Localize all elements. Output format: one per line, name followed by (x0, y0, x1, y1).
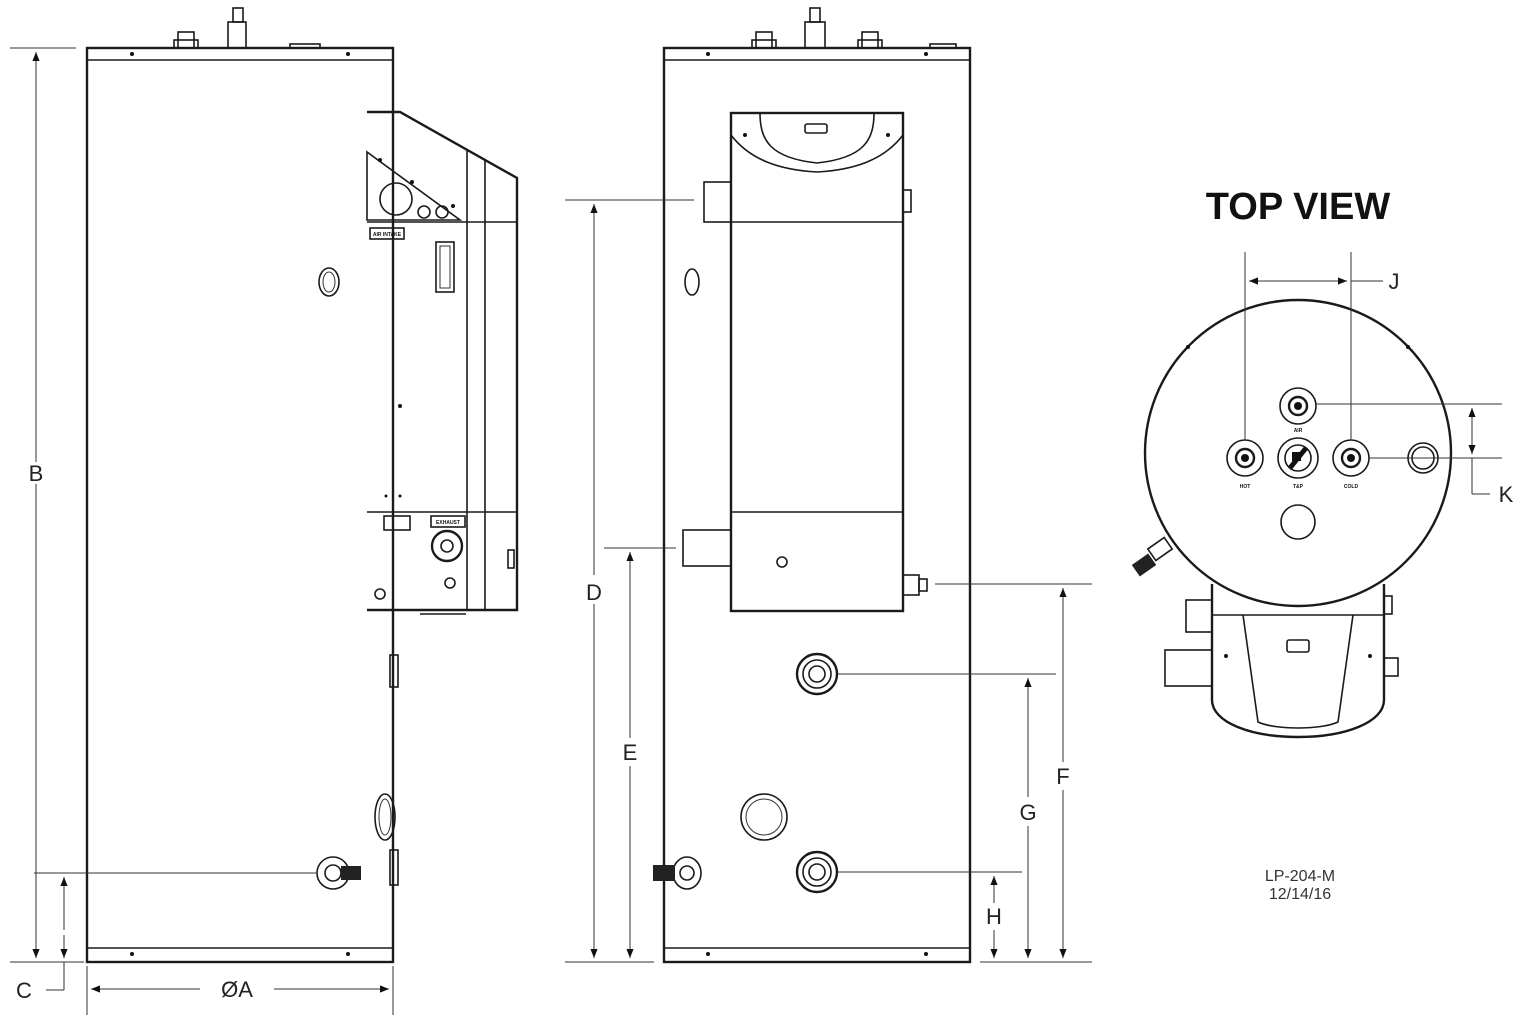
top-view-title: TOP VIEW (1206, 186, 1391, 228)
side-drain-valve (316, 856, 361, 890)
dimension-h: H (838, 871, 1022, 958)
top-drain-valve (1131, 536, 1174, 577)
side-tank-body (85, 46, 395, 964)
side-port-oval (318, 267, 340, 297)
drawing-date: 12/14/16 (1269, 886, 1331, 903)
front-view: D E F G H (565, 7, 1092, 964)
front-port-oval (684, 268, 700, 296)
dimension-e: E (604, 547, 676, 958)
tp-valve (1277, 437, 1319, 479)
dim-c-label: C (16, 978, 32, 1003)
air-fitting (1279, 387, 1317, 425)
dimension-g: G (838, 673, 1056, 958)
air-label: AIR (1294, 428, 1303, 434)
dimension-j: J (1244, 252, 1400, 440)
exhaust-label: EXHAUST (436, 520, 460, 526)
side-control-module: AIR INTAKE EXHAUST (366, 110, 519, 615)
hot-label: HOT (1240, 484, 1251, 490)
top-control-module (1164, 584, 1399, 739)
tp-label: T&P (1293, 484, 1304, 490)
dim-j-label: J (1389, 269, 1400, 294)
top-anode-port (1280, 504, 1316, 540)
top-view: TOP VIEW AIR HOT (1131, 186, 1514, 903)
front-drain-valve (653, 856, 702, 890)
side-view: AIR INTAKE EXHAUST B (10, 7, 519, 1015)
air-intake-label: AIR INTAKE (373, 232, 402, 238)
front-inspection-port (740, 793, 788, 841)
lower-connection (795, 850, 839, 894)
front-tank-body (662, 46, 972, 964)
side-top-fittings (173, 7, 321, 49)
dim-d-label: D (586, 580, 602, 605)
dim-b-label: B (29, 461, 44, 486)
upper-connection (795, 652, 839, 696)
dim-a-label: ØA (221, 977, 253, 1002)
dimension-f: F (935, 583, 1092, 963)
dim-f-label: F (1056, 764, 1069, 789)
dimension-d: D (565, 199, 694, 963)
dimension-a: ØA (86, 966, 394, 1015)
dim-e-label: E (623, 740, 638, 765)
dimension-k: K (1316, 403, 1514, 507)
dimension-c: C (16, 872, 316, 1003)
front-control-module (682, 111, 928, 613)
front-top-fittings (751, 7, 957, 49)
drawing-code: LP-204-M (1265, 868, 1335, 885)
cold-label: COLD (1344, 484, 1359, 490)
dim-g-label: G (1019, 800, 1036, 825)
dim-k-label: K (1499, 482, 1514, 507)
dim-h-label: H (986, 904, 1002, 929)
dimension-b: B (10, 47, 84, 963)
